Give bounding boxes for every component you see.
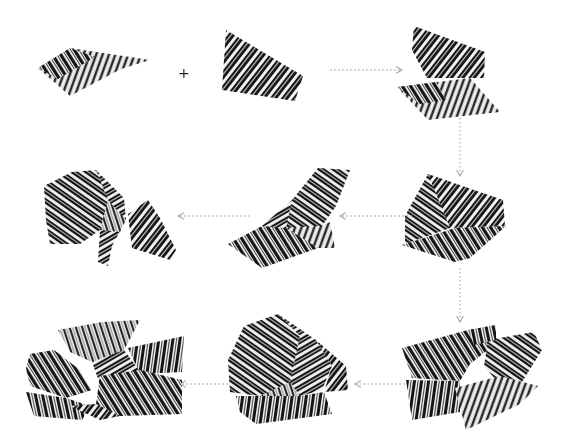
stage-5 bbox=[402, 325, 542, 430]
input-piece-b bbox=[222, 30, 303, 101]
plus-sign: + bbox=[178, 66, 190, 82]
input-piece-a bbox=[38, 48, 150, 96]
stage-2 bbox=[402, 174, 506, 262]
stage-4 bbox=[44, 170, 176, 266]
stage-7 bbox=[26, 320, 184, 420]
stage-3 bbox=[228, 168, 350, 268]
stage-1 bbox=[397, 26, 500, 120]
stage-6 bbox=[228, 314, 348, 424]
